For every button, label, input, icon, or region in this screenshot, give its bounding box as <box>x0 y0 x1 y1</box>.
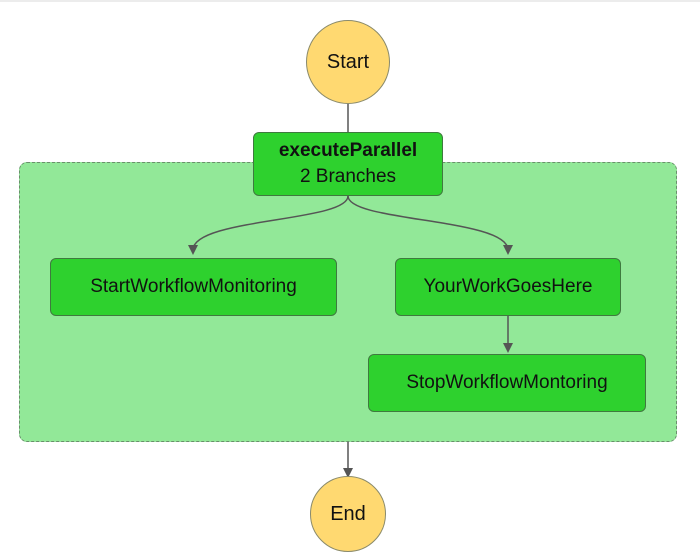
your-work-goes-here-state[interactable]: YourWorkGoesHere <box>395 258 621 316</box>
stop-workflow-monitoring-state[interactable]: StopWorkflowMontoring <box>368 354 646 412</box>
your-work-goes-here-label: YourWorkGoesHere <box>423 276 593 297</box>
execute-parallel-branch-count: 2 Branches <box>299 166 397 187</box>
top-divider <box>0 0 700 2</box>
start-workflow-monitoring-state[interactable]: StartWorkflowMonitoring <box>50 258 337 316</box>
end-node[interactable]: End <box>310 476 386 552</box>
start-node-label: Start <box>326 50 370 73</box>
edge-parallel-to-start-monitoring <box>188 195 349 255</box>
stop-workflow-monitoring-label: StopWorkflowMontoring <box>406 372 608 393</box>
start-workflow-monitoring-label: StartWorkflowMonitoring <box>90 276 297 297</box>
start-node[interactable]: Start <box>306 20 390 104</box>
execute-parallel-label: executeParallel <box>278 140 418 161</box>
end-node-label: End <box>330 502 366 525</box>
execute-parallel-state[interactable]: executeParallel 2 Branches <box>253 132 443 196</box>
edge-parallel-to-your-work <box>347 195 513 255</box>
